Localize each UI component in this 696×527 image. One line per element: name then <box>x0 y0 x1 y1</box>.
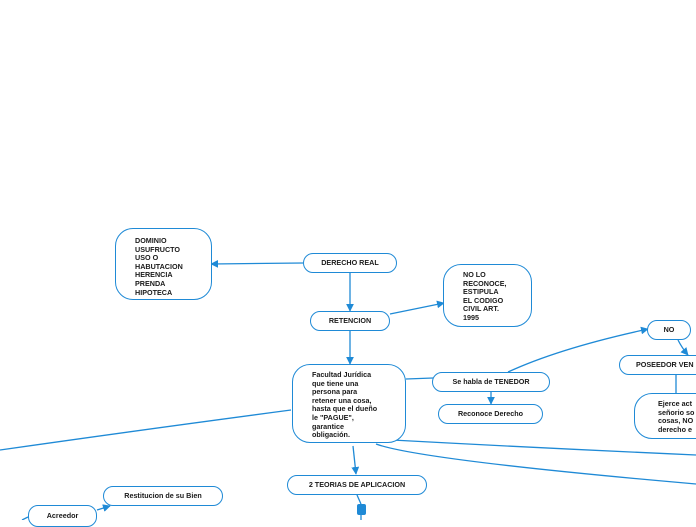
edge-facultad-to-right-upper <box>391 439 696 456</box>
node-reconoce-derecho[interactable]: Reconoce Derecho <box>438 404 543 424</box>
edge-facultad-to-left <box>0 409 292 451</box>
node-dos-teorias[interactable]: 2 TEORIAS DE APLICACION <box>287 475 427 495</box>
edge-no-to-poseedor <box>677 339 689 356</box>
edge-tenedor-to-no <box>507 326 649 373</box>
node-acreedor[interactable]: Acreedor <box>28 505 97 527</box>
edge-facultad-to-dos-teorias <box>351 445 360 475</box>
node-facultad[interactable]: Facultad Jurídica que tiene una persona … <box>292 364 406 443</box>
node-derecho-real[interactable]: DERECHO REAL <box>303 253 397 273</box>
node-ejerce-actos[interactable]: Ejerce act señorio so cosas, NO derecho … <box>634 393 696 439</box>
edge-dos-teorias-to-handle <box>356 494 362 505</box>
drag-handle[interactable] <box>357 504 366 515</box>
edge-derecho-real-to-dominio <box>210 260 304 268</box>
node-restitucion[interactable]: Restitucion de su Bien <box>103 486 223 506</box>
node-retencion[interactable]: RETENCION <box>310 311 390 331</box>
node-no-lo-reconoce[interactable]: NO LO RECONOCE, ESTIPULA EL CODIGO CIVIL… <box>443 264 532 327</box>
node-no[interactable]: NO <box>647 320 691 340</box>
edge-facultad-to-right-lower <box>375 443 696 485</box>
edge-acreedor-to-restitucion <box>96 504 111 512</box>
node-se-habla-tenedor[interactable]: Se habla de TENEDOR <box>432 372 550 392</box>
node-poseedor-vencido[interactable]: POSEEDOR VEN <box>619 355 696 375</box>
edge-retencion-to-no-lo-reconoce <box>389 300 445 315</box>
node-dominio-list[interactable]: DOMINIO USUFRUCTO USO O HABUTACION HEREN… <box>115 228 212 300</box>
edge-facultad-to-tenedor <box>405 377 434 380</box>
